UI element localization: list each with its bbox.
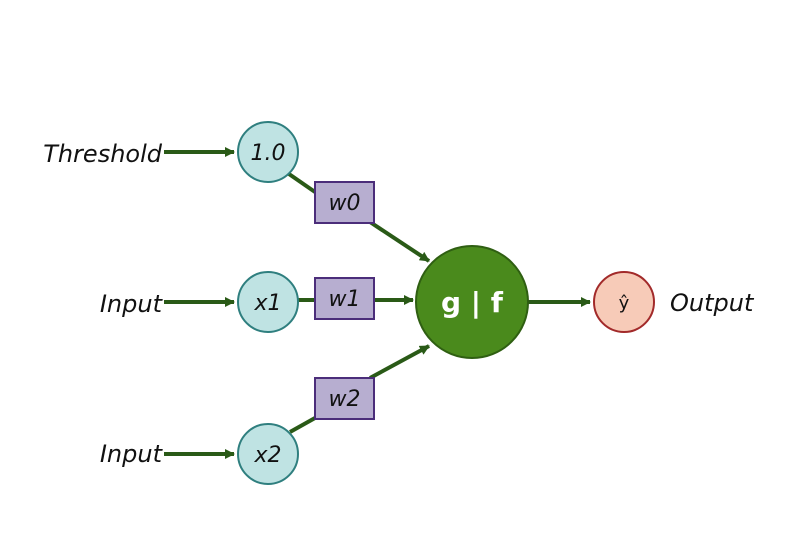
input-label-2: Input bbox=[100, 440, 164, 468]
arrow-w0-to-activation bbox=[368, 220, 431, 263]
output-node: ŷ bbox=[593, 271, 655, 333]
x1-node: x1 bbox=[237, 271, 299, 333]
threshold-label: Threshold bbox=[43, 140, 163, 168]
weight-w0-label: w0 bbox=[329, 191, 361, 216]
bias-node-label: 1.0 bbox=[251, 141, 286, 166]
x1-node-label: x1 bbox=[253, 291, 281, 316]
output-node-label: ŷ bbox=[619, 293, 630, 314]
x2-node-label: x2 bbox=[253, 443, 281, 468]
arrow-w2-to-activation bbox=[369, 344, 430, 380]
weight-w2-label: w2 bbox=[329, 387, 361, 412]
activation-node: g | f bbox=[415, 245, 529, 359]
edge-x2-to-w2 bbox=[289, 416, 316, 434]
weight-w1-label: w1 bbox=[329, 287, 361, 312]
weight-w0: w0 bbox=[314, 181, 375, 224]
weight-w1: w1 bbox=[314, 277, 375, 320]
input-label-1: Input bbox=[100, 290, 164, 318]
activation-node-label: g | f bbox=[441, 286, 504, 319]
edge-bias-to-w0 bbox=[287, 172, 317, 194]
output-label: Output bbox=[670, 289, 755, 317]
x2-node: x2 bbox=[237, 423, 299, 485]
weight-w2: w2 bbox=[314, 377, 375, 420]
bias-node: 1.0 bbox=[237, 121, 299, 183]
